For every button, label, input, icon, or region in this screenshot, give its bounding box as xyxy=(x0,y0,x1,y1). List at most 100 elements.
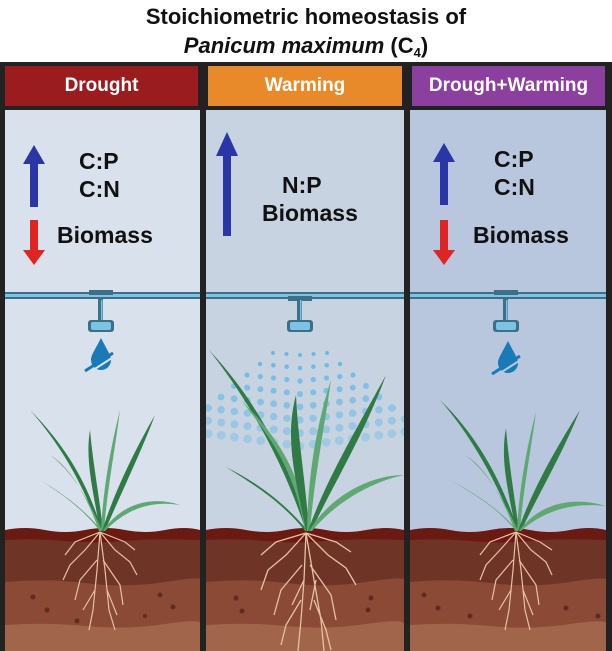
roots xyxy=(479,531,553,631)
water-droplet xyxy=(337,373,343,380)
water-droplet xyxy=(387,416,396,425)
water-droplet xyxy=(388,404,396,412)
roots xyxy=(62,531,138,631)
soil xyxy=(410,528,606,651)
effect-increase-2: Biomass xyxy=(262,200,358,226)
water-droplet xyxy=(348,422,357,430)
grass-plant xyxy=(30,410,180,531)
water-droplet xyxy=(257,386,264,393)
water-droplet xyxy=(335,411,344,419)
species-name: Panicum maximum xyxy=(183,33,385,58)
water-droplet xyxy=(270,400,278,408)
water-droplet xyxy=(217,393,225,401)
water-droplet xyxy=(243,434,252,444)
water-droplet xyxy=(322,425,331,434)
effect-decrease-1: Biomass xyxy=(473,222,569,248)
water-droplet xyxy=(243,422,252,430)
panel-drought: C:P C:N Biomass xyxy=(5,110,200,651)
water-droplet xyxy=(325,351,329,355)
water-droplet xyxy=(298,353,302,357)
no-water-drop-icon xyxy=(491,341,523,378)
water-droplet xyxy=(270,375,277,381)
water-droplet xyxy=(270,387,277,394)
drought-warming-scene xyxy=(410,143,606,651)
header-warming: Warming xyxy=(208,66,402,106)
water-droplet xyxy=(230,420,239,429)
water-droplet xyxy=(244,372,250,378)
pathway-suffix: ) xyxy=(420,33,429,58)
water-droplet xyxy=(387,429,397,438)
water-droplet xyxy=(400,427,404,437)
water-droplet xyxy=(271,351,275,355)
arrow-down-icon xyxy=(23,220,45,265)
effect-increase-1: N:P xyxy=(282,172,322,198)
water-droplet xyxy=(256,436,266,446)
water-droplet xyxy=(283,389,290,396)
warming-scene xyxy=(206,132,404,651)
water-droplet xyxy=(216,430,226,440)
water-droplet xyxy=(297,365,303,371)
header-drought-warming: Drough+Warming xyxy=(412,66,605,106)
water-droplet xyxy=(349,396,357,404)
water-droplet xyxy=(374,418,383,427)
water-droplet xyxy=(324,363,329,368)
water-droplet xyxy=(270,412,278,421)
irrigation-pipe xyxy=(5,290,200,332)
water-droplet xyxy=(375,406,383,414)
water-droplet xyxy=(336,398,343,406)
water-droplet xyxy=(217,418,226,427)
panel-warming: N:P Biomass xyxy=(206,110,404,651)
water-droplet xyxy=(361,432,370,442)
irrigation-pipe xyxy=(410,290,606,332)
water-droplet xyxy=(282,439,292,449)
header-drought: Drought xyxy=(5,66,198,106)
water-droplet xyxy=(243,409,252,417)
water-droplet xyxy=(283,401,291,409)
arrow-up-icon xyxy=(433,143,455,205)
water-droplet xyxy=(309,414,317,422)
pathway-prefix: (C xyxy=(390,33,414,58)
water-droplet xyxy=(321,438,331,447)
roots xyxy=(260,532,357,651)
water-droplet xyxy=(374,430,384,440)
water-droplet xyxy=(244,384,251,391)
drought-scene xyxy=(5,145,200,651)
water-droplet xyxy=(271,363,276,368)
water-droplet xyxy=(230,395,238,403)
water-droplet xyxy=(335,423,344,432)
soil xyxy=(206,528,404,651)
arrow-down-icon xyxy=(433,220,455,265)
effect-increase-1: C:P xyxy=(494,146,534,172)
arrow-up-icon xyxy=(23,145,45,207)
water-droplet xyxy=(284,376,290,383)
grass-plant xyxy=(440,400,606,531)
water-droplet xyxy=(284,352,289,356)
water-droplet xyxy=(336,386,343,393)
water-droplet xyxy=(284,364,289,369)
water-droplet xyxy=(350,372,356,378)
water-droplet xyxy=(348,409,357,417)
figure-title-line1: Stoichiometric homeostasis of xyxy=(145,4,467,29)
water-droplet xyxy=(257,398,264,406)
water-droplet xyxy=(311,364,316,369)
water-droplet xyxy=(206,404,212,412)
water-droplet xyxy=(217,406,225,414)
arrow-up-icon xyxy=(216,132,238,236)
water-droplet xyxy=(310,376,316,383)
water-droplet xyxy=(337,361,343,367)
water-droplet xyxy=(363,383,369,389)
water-droplet xyxy=(296,416,304,424)
water-droplet xyxy=(283,414,291,422)
effect-increase-1: C:P xyxy=(79,148,119,174)
water-droplet xyxy=(257,373,263,380)
water-droplet xyxy=(282,427,291,436)
water-droplet xyxy=(230,407,238,416)
water-droplet xyxy=(297,391,303,397)
water-droplet xyxy=(310,389,317,396)
panel-drought-warming: C:P C:N Biomass xyxy=(410,110,606,651)
water-droplet xyxy=(362,395,370,403)
water-droplet xyxy=(297,378,303,384)
soil xyxy=(5,528,200,651)
effect-increase-2: C:N xyxy=(494,174,535,200)
water-droplet xyxy=(206,416,213,425)
